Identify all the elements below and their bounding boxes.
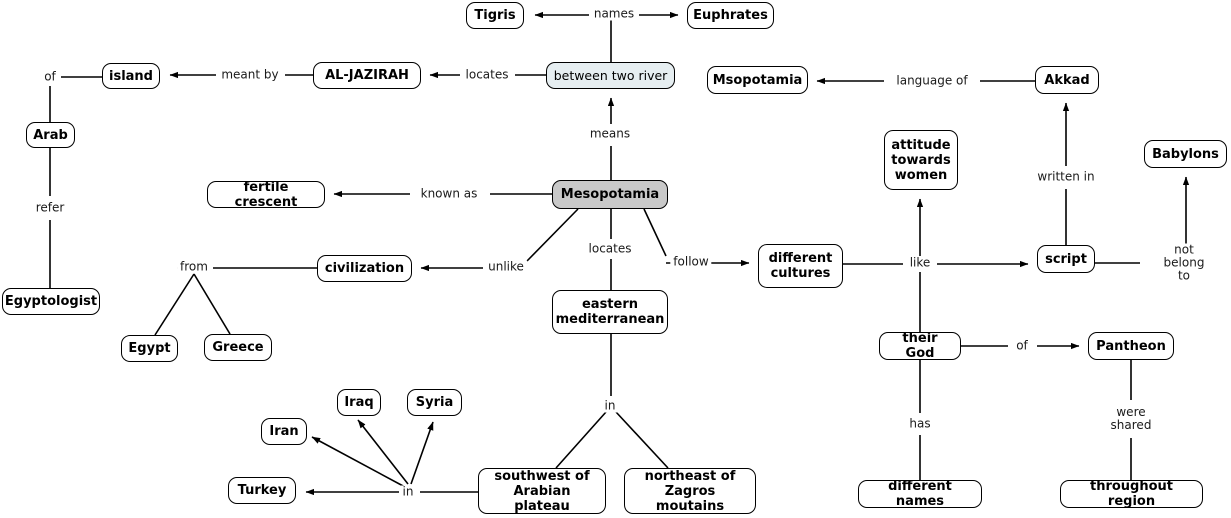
node-egyptologist[interactable]: Egyptologist <box>2 288 100 315</box>
node-al-jazirah[interactable]: AL-JAZIRAH <box>313 62 421 89</box>
node-their-god[interactable]: their God <box>879 331 961 361</box>
edge-label-locates-aljazirah: locates <box>462 68 512 82</box>
edge-label-means: means <box>586 127 634 141</box>
edge-unlike <box>420 208 579 272</box>
edge-label-from-hub: from <box>177 260 211 274</box>
edge-label-written-in: written in <box>1034 170 1098 184</box>
node-akkad[interactable]: Akkad <box>1035 66 1099 94</box>
edge-label-of-pantheon: of <box>1013 339 1031 353</box>
edge-label-of-island: of <box>41 70 59 84</box>
edge-label-refer-egyptologist: refer <box>32 201 68 215</box>
edge-label-like: like <box>906 256 934 270</box>
edge-label-names-tigris: names <box>590 7 638 21</box>
edge-in-hub-left <box>305 419 478 496</box>
node-throughout-region[interactable]: throughout region <box>1060 479 1203 509</box>
node-syria[interactable]: Syria <box>407 389 462 416</box>
edge-from-hub <box>154 267 317 336</box>
edge-label-were-shared: were shared <box>1107 406 1155 432</box>
edge-label-language-of: language of <box>893 74 971 88</box>
node-fertile-crescent[interactable]: fertile crescent <box>207 180 325 210</box>
edge-of-island <box>49 76 102 122</box>
node-different-cultures[interactable]: different cultures <box>758 244 843 288</box>
node-between-two-river[interactable]: between two river <box>546 62 675 89</box>
node-pantheon[interactable]: Pantheon <box>1088 332 1174 360</box>
node-southwest-arabian-plateau[interactable]: southwest of Arabian plateau <box>478 468 606 514</box>
node-arab[interactable]: Arab <box>26 122 75 148</box>
node-island[interactable]: island <box>102 63 160 89</box>
node-script[interactable]: script <box>1037 245 1095 273</box>
node-msopotamia[interactable]: Msopotamia <box>707 66 808 94</box>
node-euphrates[interactable]: Euphrates <box>687 2 774 29</box>
edge-in-hub-center <box>555 334 669 469</box>
edge-label-in-hub-bottom: in <box>601 399 619 413</box>
node-egypt[interactable]: Egypt <box>121 335 178 362</box>
edge-label-known-as: known as <box>417 187 481 201</box>
node-eastern-mediterranean[interactable]: eastern mediterranean <box>552 290 668 334</box>
node-tigris[interactable]: Tigris <box>466 2 524 29</box>
node-different-names[interactable]: different names <box>858 479 982 509</box>
node-civilization[interactable]: civilization <box>317 255 412 282</box>
node-attitude-towards-women[interactable]: attitude towards women <box>884 130 958 190</box>
node-greece[interactable]: Greece <box>204 334 272 361</box>
node-iran[interactable]: Iran <box>261 418 307 445</box>
edge-label-in-hub-left: in <box>399 485 417 499</box>
node-northeast-zagros[interactable]: northeast of Zagros moutains <box>624 468 756 514</box>
edge-label-has: has <box>906 417 934 431</box>
edge-label-unlike: unlike <box>485 260 527 274</box>
node-turkey[interactable]: Turkey <box>228 477 296 504</box>
node-iraq[interactable]: Iraq <box>337 389 381 416</box>
edge-label-meant-by-island: meant by <box>218 68 282 82</box>
node-mesopotamia[interactable]: Mesopotamia <box>552 180 668 209</box>
edge-label-not-belong-to: not belong to <box>1160 243 1208 283</box>
edge-label-locates-eastern: locates <box>585 242 635 256</box>
edge-label-follow: follow <box>670 255 712 269</box>
node-babylons[interactable]: Babylons <box>1144 140 1227 168</box>
